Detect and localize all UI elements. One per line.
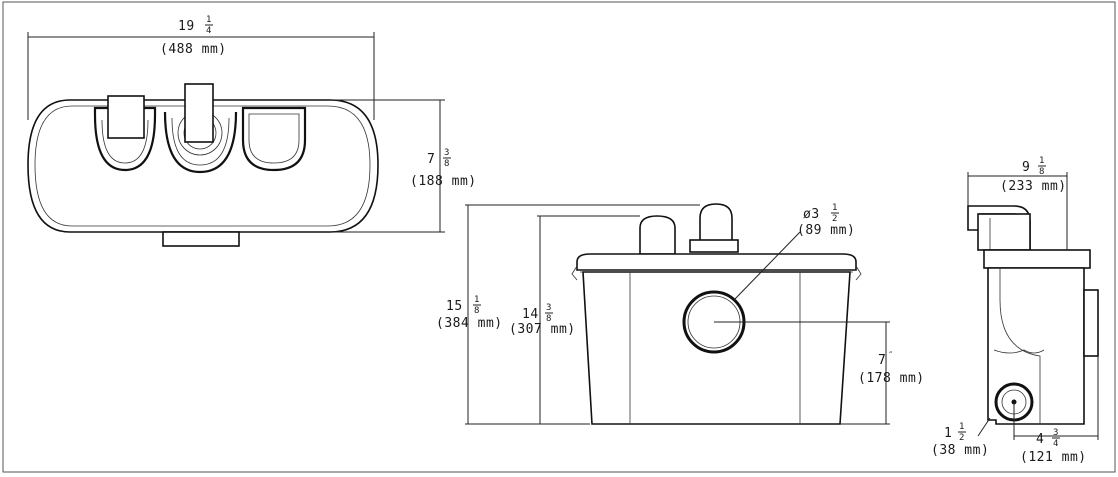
top-view (27, 83, 379, 247)
dimension-inlet-height: 7 ″ (178 mm) (714, 321, 925, 425)
front-total-num: 1 (474, 295, 479, 305)
front-total-den: 8 (474, 306, 479, 316)
top-depth-num: 3 (444, 148, 449, 158)
dimension-inlet-diameter: ø3 1 2 (89 mm) (733, 203, 855, 301)
front-view (571, 203, 862, 425)
side-base-num: 3 (1053, 428, 1058, 438)
side-depth-whole: 9 (1022, 160, 1030, 175)
dimension-top-width: 19 1 4 (488 mm) (27, 15, 375, 120)
dimension-side-depth: 9 1 8 (233 mm) (967, 156, 1068, 250)
top-width-whole: 19 (178, 19, 195, 34)
top-width-num: 1 (206, 15, 211, 25)
outlet-dia-whole: 1 (944, 426, 952, 441)
side-depth-num: 1 (1039, 156, 1044, 166)
inlet-dia-mm: (89 mm) (797, 223, 855, 238)
top-depth-mm: (188 mm) (410, 174, 477, 189)
outlet-dia-mm: (38 mm) (931, 443, 989, 458)
side-base-whole: 4 (1036, 432, 1044, 447)
side-depth-mm: (233 mm) (1000, 179, 1067, 194)
dimension-front-body: 14 3 8 (307 mm) (509, 215, 640, 424)
inlet-height-inch-mark: ″ (888, 351, 893, 361)
side-base-mm: (121 mm) (1020, 450, 1087, 465)
inlet-dia-num: 1 (832, 203, 837, 213)
side-base-den: 4 (1053, 439, 1058, 449)
front-total-mm: (384 mm) (436, 316, 503, 331)
top-width-den: 4 (206, 26, 211, 36)
top-depth-whole: 7 (427, 152, 435, 167)
front-body-mm: (307 mm) (509, 322, 576, 337)
dimension-outlet-diameter: 1 1 2 (38 mm) (931, 417, 991, 458)
side-depth-den: 8 (1039, 167, 1044, 177)
front-body-den: 8 (546, 314, 551, 324)
outlet-dia-num: 1 (959, 422, 964, 432)
dimension-side-base: 4 3 4 (121 mm) (1013, 356, 1099, 465)
inlet-dia-den: 2 (832, 214, 837, 224)
front-total-whole: 15 (446, 299, 463, 314)
side-view (967, 205, 1099, 425)
inlet-height-mm: (178 mm) (858, 371, 925, 386)
front-body-whole: 14 (522, 307, 539, 322)
inlet-height-whole: 7 (878, 353, 886, 368)
front-body-num: 3 (546, 303, 551, 313)
dimension-front-total: 15 1 8 (384 mm) (436, 204, 700, 425)
dimension-top-depth: 7 3 8 (188 mm) (330, 99, 477, 233)
outlet-dia-den: 2 (959, 433, 964, 443)
top-width-mm: (488 mm) (160, 42, 227, 57)
top-depth-den: 8 (444, 159, 449, 169)
inlet-dia-whole: ø3 (803, 207, 820, 222)
